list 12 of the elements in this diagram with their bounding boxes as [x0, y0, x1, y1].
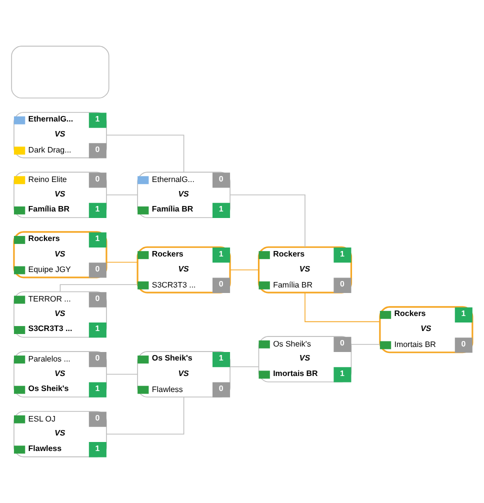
connector	[106, 262, 138, 263]
connector	[106, 374, 138, 375]
connector	[106, 194, 138, 196]
connector	[230, 194, 306, 248]
connector	[60, 284, 138, 292]
connector	[304, 292, 380, 322]
connector	[106, 134, 184, 172]
connector	[106, 396, 184, 434]
connector	[230, 366, 259, 368]
connector	[230, 269, 259, 270]
connector	[351, 344, 380, 345]
node-box	[11, 46, 110, 98]
